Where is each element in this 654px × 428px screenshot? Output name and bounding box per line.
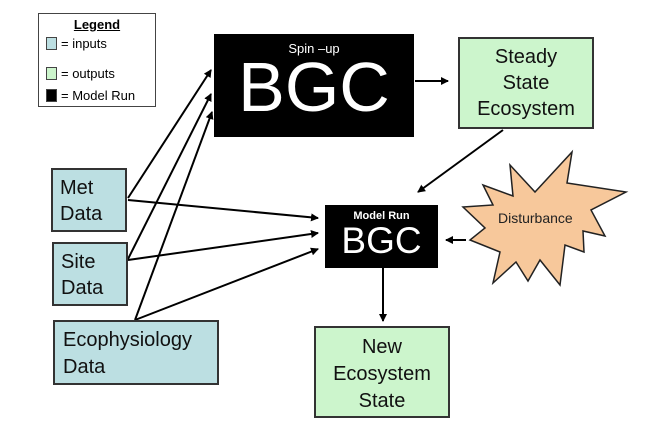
disturbance-label: Disturbance <box>498 210 573 226</box>
ecophysiology-data-box: Ecophysiology Data <box>53 320 219 385</box>
steady-state-box: Steady State Ecosystem <box>458 37 594 129</box>
legend-item-inputs: = inputs <box>46 36 107 51</box>
ecophysiology-data-line-2: Data <box>63 356 106 378</box>
legend-swatch-inputs <box>46 37 57 50</box>
legend-swatch-model-run <box>46 89 57 102</box>
site-data-line-2: Data <box>61 277 104 299</box>
new-state-line-2: Ecosystem <box>333 363 431 385</box>
new-state-line-1: New <box>361 336 402 358</box>
model-run-bgc-box: Model Run BGC <box>325 205 438 268</box>
legend-label-inputs: = inputs <box>61 36 107 51</box>
new-state-line-3: State <box>358 390 406 412</box>
model-run-subtitle: Model Run <box>353 210 410 222</box>
site-data-line-1: Site <box>61 251 96 273</box>
legend-label-model-run: = Model Run <box>61 88 136 103</box>
arrow-eco-to-modelrun <box>134 247 319 321</box>
legend-item-model-run: = Model Run <box>46 88 135 103</box>
steady-state-line-2: State <box>502 72 550 94</box>
legend-item-outputs: = outputs <box>46 66 115 81</box>
spinup-subtitle: Spin –up <box>288 41 340 56</box>
model-run-title: BGC <box>341 220 422 261</box>
arrow-met-to-modelrun <box>127 199 319 222</box>
steady-state-line-1: Steady <box>494 46 558 68</box>
legend-title: Legend <box>73 17 121 32</box>
legend-label-outputs: = outputs <box>61 66 115 81</box>
arrow-site-to-spinup <box>127 93 212 260</box>
ecophysiology-data-line-1: Ecophysiology <box>63 329 192 351</box>
disturbance-starburst <box>461 149 629 287</box>
spinup-bgc-box: Spin –up BGC <box>214 34 414 137</box>
new-ecosystem-state-box: New Ecosystem State <box>314 326 450 418</box>
arrow-steady-to-modelrun <box>417 129 504 193</box>
legend-swatch-outputs <box>46 67 57 80</box>
spinup-title: BGC <box>238 48 390 126</box>
site-data-box: Site Data <box>52 242 128 306</box>
arrow-site-to-modelrun <box>127 230 319 261</box>
met-data-box: Met Data <box>51 168 127 232</box>
legend: Legend = inputs = outputs = Model Run <box>38 13 156 107</box>
arrow-met-to-spinup <box>127 69 212 199</box>
met-data-line-1: Met <box>60 177 94 199</box>
arrow-eco-to-spinup <box>134 111 214 321</box>
steady-state-line-3: Ecosystem <box>477 98 575 120</box>
met-data-line-2: Data <box>60 203 103 225</box>
